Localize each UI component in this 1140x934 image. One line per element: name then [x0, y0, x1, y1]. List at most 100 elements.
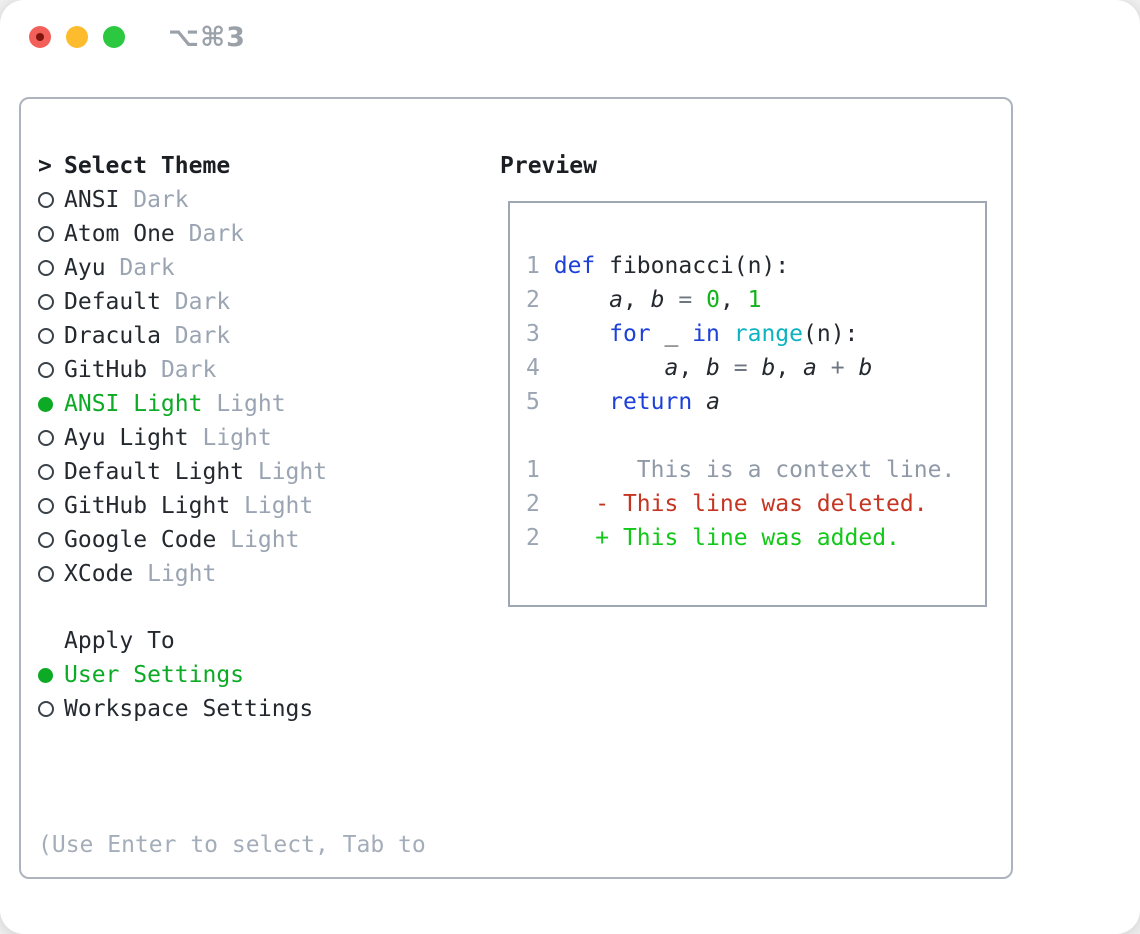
close-button[interactable] — [29, 26, 51, 48]
code-token — [540, 355, 665, 381]
radio-icon — [38, 362, 64, 378]
code-token: fibonacci(n): — [595, 253, 790, 279]
radio-icon — [38, 701, 64, 717]
code-line: 3 for _ in range(n): — [526, 317, 985, 351]
option-variant-label: Light — [244, 459, 328, 485]
option-label: Google Code — [64, 527, 217, 553]
code-token: a — [706, 389, 720, 415]
code-token — [720, 321, 734, 347]
theme-option-ansi-dark[interactable]: ANSI Dark — [38, 183, 327, 217]
code-token — [665, 287, 679, 313]
apply-to-heading: Apply To — [38, 624, 313, 658]
theme-option-github-light-light[interactable]: GitHub Light Light — [38, 489, 327, 523]
window-title: ⌥⌘3 — [168, 21, 246, 53]
blank-line — [526, 419, 985, 453]
line-number: 1 — [526, 253, 540, 279]
theme-list-heading: > Select Theme — [38, 149, 327, 183]
theme-option-default-dark[interactable]: Default Dark — [38, 285, 327, 319]
theme-option-default-light-light[interactable]: Default Light Light — [38, 455, 327, 489]
option-label: GitHub — [64, 357, 148, 383]
option-label: ANSI — [64, 187, 120, 213]
maximize-button[interactable] — [103, 26, 125, 48]
code-line: 2 a, b = 0, 1 — [526, 283, 985, 317]
theme-option-xcode-light[interactable]: XCode Light — [38, 557, 327, 591]
radio-icon — [38, 532, 64, 548]
code-token: a — [803, 355, 817, 381]
option-variant-label: Light — [188, 425, 272, 451]
code-token: _ — [650, 321, 693, 347]
option-label: User Settings — [64, 662, 245, 688]
code-token: This is a context line. — [539, 457, 956, 483]
radio-icon — [38, 566, 64, 582]
code-token — [540, 287, 609, 313]
option-label: Dracula — [64, 323, 161, 349]
apply-option-user-settings[interactable]: User Settings — [38, 658, 313, 692]
option-variant-label: Dark — [105, 255, 175, 281]
titlebar: ⌥⌘3 — [29, 22, 246, 53]
hint-text: (Use Enter to select, Tab to change focu… — [38, 760, 426, 934]
code-token: + This line was added. — [539, 525, 900, 551]
radio-icon — [38, 498, 64, 514]
radio-icon — [38, 226, 64, 242]
minimize-button[interactable] — [66, 26, 88, 48]
line-number: 4 — [526, 355, 540, 381]
code-token — [845, 355, 859, 381]
code-token: b — [858, 355, 873, 381]
code-token: (n): — [803, 321, 859, 347]
code-token — [692, 389, 706, 415]
option-label: Default Light — [64, 459, 245, 485]
code-token: for — [609, 321, 651, 347]
theme-list-heading-label: Select Theme — [64, 153, 231, 179]
preview-heading: Preview — [500, 153, 597, 179]
line-number: 1 — [526, 457, 540, 483]
code-token: + — [830, 355, 845, 381]
theme-option-google-code-light[interactable]: Google Code Light — [38, 523, 327, 557]
code-token: , — [622, 287, 651, 313]
theme-option-atom-one-dark[interactable]: Atom One Dark — [38, 217, 327, 251]
theme-option-github-dark[interactable]: GitHub Dark — [38, 353, 327, 387]
option-variant-label: Light — [202, 391, 286, 417]
theme-option-ayu-dark[interactable]: Ayu Dark — [38, 251, 327, 285]
code-token — [692, 287, 706, 313]
option-variant-label: Dark — [119, 187, 189, 213]
option-variant-label: Dark — [160, 323, 231, 349]
theme-option-dracula-dark[interactable]: Dracula Dark — [38, 319, 327, 353]
code-token: , — [775, 355, 804, 381]
code-token: = — [733, 355, 748, 381]
code-token: def — [553, 253, 596, 279]
code-token: in — [692, 321, 720, 347]
apply-option-workspace-settings[interactable]: Workspace Settings — [38, 692, 313, 726]
code-token: a — [609, 287, 623, 313]
radio-icon — [38, 294, 64, 310]
option-label: ANSI Light — [64, 391, 203, 417]
code-line: 4 a, b = b, a + b — [526, 351, 985, 385]
code-token — [540, 253, 554, 279]
option-variant-label: Light — [133, 561, 217, 587]
option-label: Ayu Light — [64, 425, 189, 451]
option-variant-label: Light — [216, 527, 300, 553]
option-label: Default — [64, 289, 161, 315]
line-number: 2 — [526, 525, 540, 551]
radio-icon — [38, 430, 64, 446]
code-line: 1 def fibonacci(n): — [526, 249, 985, 283]
code-token: 1 — [747, 287, 762, 313]
code-line: 5 return a — [526, 385, 985, 419]
code-token — [720, 355, 734, 381]
theme-option-ayu-light-light[interactable]: Ayu Light Light — [38, 421, 327, 455]
code-token: return — [609, 389, 693, 415]
selected-radio-icon — [38, 667, 64, 683]
apply-to-heading-label: Apply To — [64, 628, 175, 654]
code-token: - This line was deleted. — [539, 491, 928, 517]
option-label: Ayu — [64, 255, 106, 281]
code-token: = — [678, 287, 693, 313]
prompt-icon: > — [38, 153, 52, 179]
radio-icon — [38, 192, 64, 208]
code-token: b — [706, 355, 720, 381]
code-token: 0 — [706, 287, 720, 313]
radio-icon — [38, 328, 64, 344]
theme-option-ansi-light-light[interactable]: ANSI Light Light — [38, 387, 327, 421]
option-label: GitHub Light — [64, 493, 231, 519]
